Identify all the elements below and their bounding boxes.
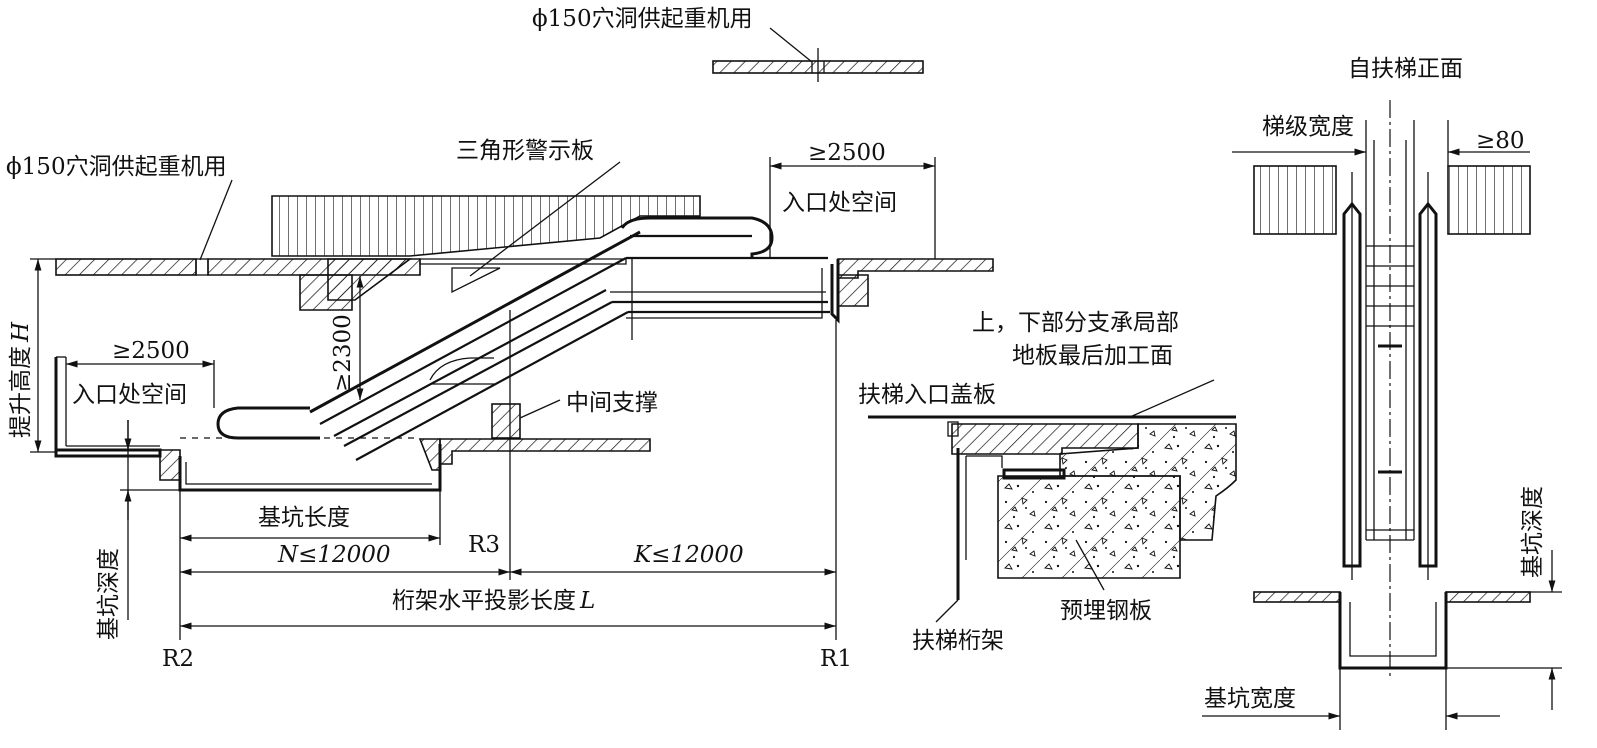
pit-length-label: 基坑长度 — [258, 505, 350, 531]
warning-plate-label: 三角形警示板 — [456, 138, 594, 164]
crane-hole-top-label: ϕ150穴洞供起重机用 — [532, 6, 753, 32]
headroom-dim-label: ≥2300 — [330, 314, 356, 392]
top-crane-hole-detail: ϕ150穴洞供起重机用 — [532, 6, 924, 82]
step-width-label: 梯级宽度 — [1262, 114, 1354, 140]
support-detail: 上，下部分支承局部 地板最后加工面 扶梯入口盖板 扶梯桁架 预埋钢板 — [858, 310, 1237, 654]
side-clearance-label: ≥80 — [1476, 128, 1525, 154]
embedded-plate-label: 预埋钢板 — [1060, 598, 1152, 624]
pit-width-label: 基坑宽度 — [1204, 686, 1296, 712]
front-view: 自扶梯正面 梯级宽度 ≥80 — [1202, 56, 1562, 730]
pit-depth-right-label: 基坑深度 — [1520, 486, 1546, 578]
r1-label: R1 — [820, 646, 852, 672]
crane-hole-left-label: ϕ150穴洞供起重机用 — [6, 154, 227, 180]
entry-cover-label: 扶梯入口盖板 — [858, 382, 996, 408]
escalator-truss-label: 扶梯桁架 — [912, 628, 1004, 654]
bottom-entry-space-label: 入口处空间 — [72, 382, 187, 408]
n-dim-label: N≤12000 — [277, 542, 391, 568]
pit-depth-left-label: 基坑深度 — [96, 548, 122, 640]
support-note-line1: 上，下部分支承局部 — [972, 310, 1179, 336]
r3-label: R3 — [468, 532, 500, 558]
front-view-title: 自扶梯正面 — [1348, 56, 1463, 82]
top-clearance-dim: ≥2500 — [808, 140, 886, 166]
k-dim-label: K≤12000 — [633, 542, 744, 568]
lift-height-label: 提升高度H — [8, 321, 34, 438]
bottom-clearance-dim: ≥2500 — [112, 338, 190, 364]
side-elevation: 三角形警示板 ϕ150穴洞供起重机用 提升高度H ≥2300 ≥2500 入口处… — [6, 138, 994, 672]
support-note-line2: 地板最后加工面 — [1012, 343, 1173, 369]
top-entry-space-label: 入口处空间 — [782, 190, 897, 216]
middle-support-label: 中间支撑 — [566, 390, 658, 416]
r2-label: R2 — [162, 646, 194, 672]
